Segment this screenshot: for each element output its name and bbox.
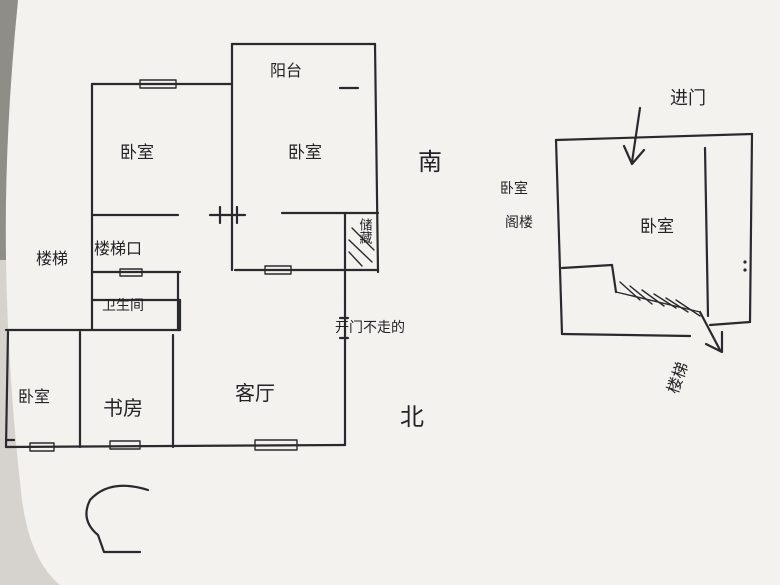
loft-stairs-hatch — [615, 281, 701, 317]
loft-plan-walls — [554, 132, 754, 338]
label-balcony: 阳台 — [270, 61, 302, 80]
paper-shadow — [0, 0, 18, 260]
label-bedroom-left: 卧室 — [120, 143, 154, 163]
window-symbols — [29, 79, 298, 452]
label-bedroom-right: 卧室 — [288, 143, 322, 163]
label-north: 北 — [400, 403, 424, 431]
stairs-arrow-icon — [698, 310, 724, 354]
entrance-arrow-icon — [622, 106, 646, 166]
label-loft-room: 卧室 — [640, 217, 674, 237]
label-side-note-2: 阁楼 — [505, 215, 533, 231]
label-entrance: 进门 — [670, 88, 706, 109]
label-side-note-1: 卧室 — [500, 180, 528, 197]
floor-plan-labels: 阳台 卧室 卧室 储藏 楼梯 楼梯口 卫生间 卧室 书房 客厅 开门不走的 南 … — [18, 61, 442, 431]
label-living-room: 客厅 — [235, 381, 275, 405]
label-door-note: 开门不走的 — [335, 320, 405, 336]
label-bedroom-small: 卧室 — [18, 387, 50, 406]
label-study: 书房 — [103, 396, 143, 420]
loft-plan-labels: 进门 卧室 阁楼 卧室 楼梯 — [500, 88, 706, 396]
door-marks — [4, 205, 350, 442]
floor-plan-walls — [4, 42, 380, 449]
label-south: 南 — [418, 148, 442, 176]
label-bathroom: 卫生间 — [102, 298, 144, 314]
ink-scribble — [85, 484, 150, 554]
label-storage: 储藏 — [357, 218, 373, 244]
label-stair-opening: 楼梯口 — [94, 239, 142, 258]
storage-hatch — [348, 227, 375, 267]
label-stair-outside: 楼梯 — [36, 249, 68, 268]
paper-sheet — [5, 0, 780, 585]
loft-dots — [743, 260, 747, 272]
